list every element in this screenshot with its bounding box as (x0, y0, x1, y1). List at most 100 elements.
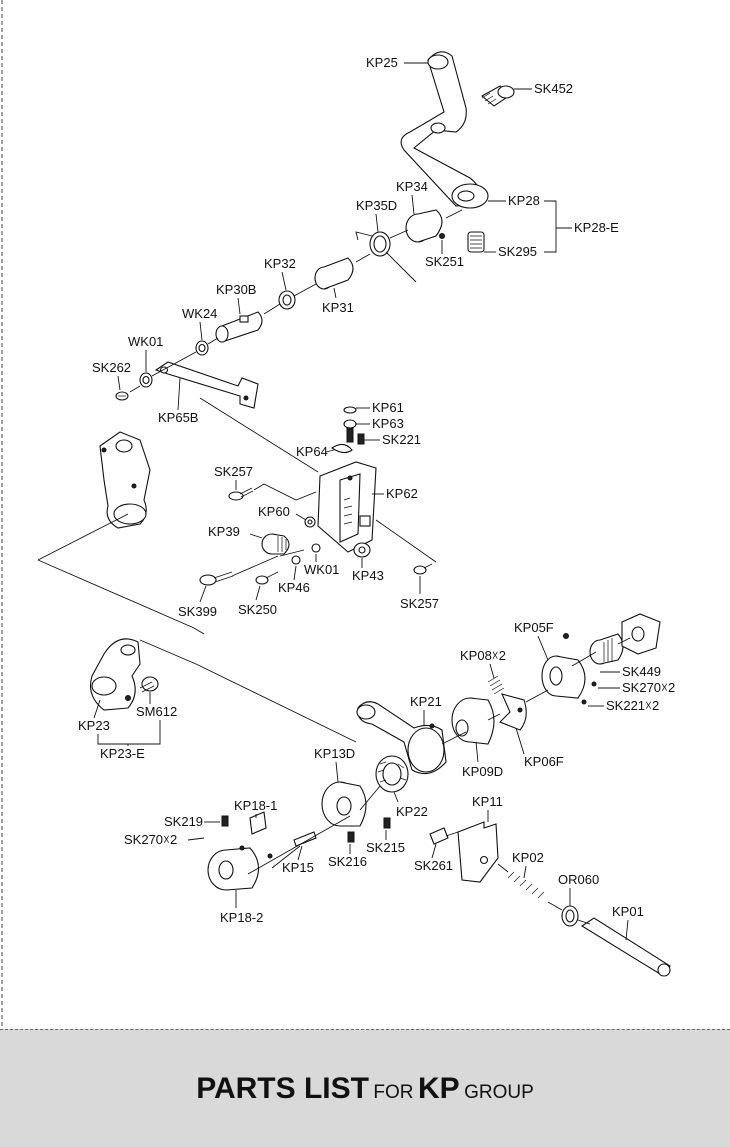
label-sk270-b: SK270☓2 (124, 832, 177, 847)
label-kp61: KP61 (372, 400, 404, 415)
kp15-key (293, 831, 317, 847)
label-sk221: SK221 (382, 432, 421, 447)
label-kp21: KP21 (410, 694, 442, 709)
kp35d-spring (355, 231, 417, 283)
label-kp09d: KP09D (462, 764, 503, 779)
label-sk262: SK262 (92, 360, 131, 375)
kp18-2-collar (207, 845, 273, 891)
sk261-screw (429, 827, 449, 845)
kp43-nut (353, 542, 371, 558)
label-kp63: KP63 (372, 416, 404, 431)
labels: KP25 SK452 KP28 KP28-E KP34 KP35D SK251 … (78, 55, 675, 941)
label-kp32: KP32 (264, 256, 296, 271)
label-kp39: KP39 (208, 524, 240, 539)
label-kp34: KP34 (396, 179, 428, 194)
label-kp35d: KP35D (356, 198, 397, 213)
clamp-block (99, 431, 151, 529)
label-kp13d: KP13D (314, 746, 355, 761)
kp18-1-pin (249, 811, 267, 835)
label-sk216: SK216 (328, 854, 367, 869)
label-kp43: KP43 (352, 568, 384, 583)
label-kp05f: KP05F (514, 620, 554, 635)
sk449-bearing (589, 633, 624, 665)
footer-band (0, 1029, 730, 1147)
label-kp23-e: KP23-E (100, 746, 145, 761)
label-kp60: KP60 (258, 504, 290, 519)
kp05f-hub (541, 633, 597, 705)
kp25-crank-arm (400, 51, 489, 209)
sk219-screw (221, 815, 229, 827)
label-sk221-b: SK221☓2 (606, 698, 659, 713)
title-kp: KP (417, 1072, 460, 1105)
label-sk257-a: SK257 (214, 464, 253, 479)
label-kp28-e: KP28-E (574, 220, 619, 235)
sk257-screw-b (413, 563, 433, 575)
or060-ring (561, 905, 579, 927)
sk257-screw-a (228, 487, 254, 501)
block-nut (621, 613, 661, 655)
exploded-parts-diagram: KP25 SK452 KP28 KP28-E KP34 KP35D SK251 … (1, 0, 675, 1030)
label-wk24: WK24 (182, 306, 217, 321)
sk250-screw (255, 571, 279, 585)
parts-list-title: PARTS LIST FOR KP GROUP (0, 1072, 730, 1106)
label-kp25: KP25 (366, 55, 398, 70)
kp60-washer (304, 516, 316, 528)
sk216-screw (347, 831, 355, 843)
label-kp28: KP28 (508, 193, 540, 208)
label-kp23: KP23 (78, 718, 110, 733)
label-kp22: KP22 (396, 804, 428, 819)
label-sk219: SK219 (164, 814, 203, 829)
sm612-screw (139, 676, 159, 693)
label-sk270-a: SK270☓2 (622, 680, 675, 695)
label-or060: OR060 (558, 872, 599, 887)
label-kp18-2: KP18-2 (220, 910, 263, 925)
kp65b-bracket (154, 361, 259, 409)
kp61-kp63-stack (331, 406, 365, 454)
label-sk215: SK215 (366, 840, 405, 855)
label-kp46: KP46 (278, 580, 310, 595)
label-kp02: KP02 (512, 850, 544, 865)
kp02-spring (507, 871, 545, 899)
kp13d-hub (321, 781, 367, 827)
label-kp08: KP08☓2 (460, 648, 506, 663)
kp31-bushing (314, 257, 354, 290)
label-kp65b: KP65B (158, 410, 198, 425)
label-kp30b: KP30B (216, 282, 256, 297)
label-sk251: SK251 (425, 254, 464, 269)
kp23-lever (89, 638, 141, 711)
wk24-washer (195, 340, 209, 356)
kp30b-shaft (215, 311, 263, 343)
kp21-connecting-rod (356, 701, 447, 775)
label-sk250: SK250 (238, 602, 277, 617)
label-kp15: KP15 (282, 860, 314, 875)
kp06f-cam (499, 693, 527, 731)
sk452-screw (481, 85, 515, 107)
kp09d-eccentric (451, 697, 495, 745)
sk399-screw (199, 571, 234, 586)
sk295-screw (467, 231, 485, 253)
kp01-shaft (580, 917, 671, 977)
label-kp31: KP31 (322, 300, 354, 315)
kp34-collar (405, 209, 445, 243)
sk215-screw (383, 817, 391, 829)
label-sk449: SK449 (622, 664, 661, 679)
kp46-washer (291, 555, 301, 565)
wk01-washer-upper (139, 372, 153, 388)
label-kp11: KP11 (472, 794, 503, 809)
wk01-washer-lower (311, 543, 321, 553)
label-kp01: KP01 (612, 904, 644, 919)
kp11-bracket (457, 821, 499, 883)
title-group: GROUP (464, 1082, 534, 1103)
label-kp62: KP62 (386, 486, 418, 501)
label-kp06f: KP06F (524, 754, 564, 769)
label-sk257-b: SK257 (400, 596, 439, 611)
label-kp64: KP64 (296, 444, 328, 459)
title-for: FOR (373, 1082, 414, 1103)
footer-divider (0, 1029, 730, 1030)
label-wk01-lower: WK01 (304, 562, 339, 577)
label-sk261: SK261 (414, 858, 453, 873)
label-kp18-1: KP18-1 (234, 798, 277, 813)
kp22-needle-bearing (375, 755, 409, 793)
label-sm612: SM612 (136, 704, 177, 719)
sk262-screw (115, 391, 129, 401)
